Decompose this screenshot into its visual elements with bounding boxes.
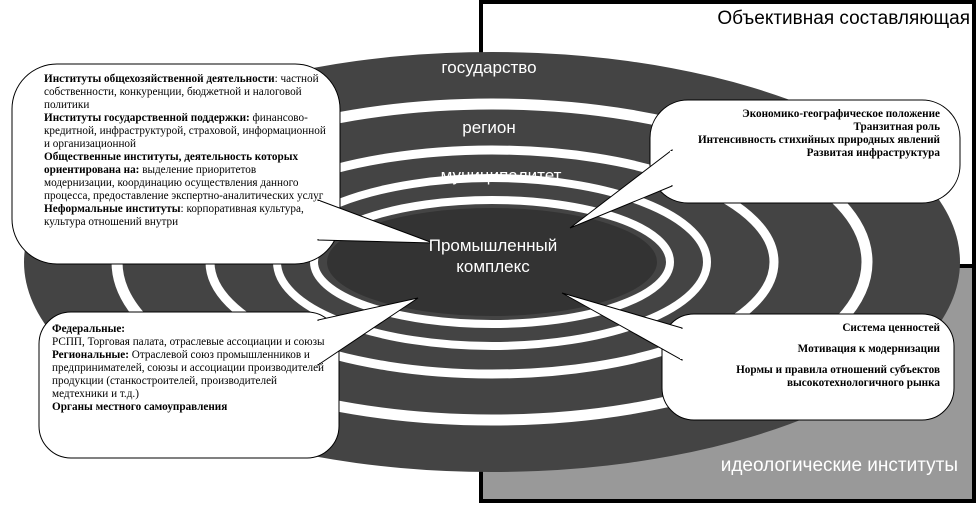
ideo-line-2: Мотивация к модернизации — [797, 343, 940, 355]
objective-factors-text: Экономико-географическое положение Транз… — [662, 108, 940, 160]
polit-t2-text: Отраслевой союз промышленников и предпри… — [52, 349, 325, 400]
polit-t1-title: Федеральные: — [52, 323, 126, 335]
econ-t3-title: Общественные институты, деятельность кот… — [44, 151, 299, 176]
callout-objective — [569, 99, 961, 229]
ideological-title: идеологические институты — [720, 455, 958, 476]
econ-t4-title: Неформальные институты — [44, 203, 181, 215]
center-line-1: Промышленный — [428, 236, 558, 255]
ideo-line-1: Система ценностей — [842, 322, 940, 334]
objective-title: Объективная составляющая — [717, 8, 970, 29]
econ-t1-text: : частной собственности, конкуренции, бю… — [44, 73, 319, 111]
econ-t4-text: : корпоративная культура, культура отнош… — [44, 203, 304, 228]
label-municipality: муниципалитет — [441, 166, 562, 185]
objective-line-1: Экономико-географическое положение — [742, 108, 940, 120]
objective-line-4: Развитая инфраструктура — [806, 147, 940, 159]
political-institutions-text: Федеральные: РСПП, Торговая палата, отра… — [52, 323, 332, 414]
econ-t2-title: Институты государственной поддержки: — [44, 112, 250, 124]
polit-t1-text: РСПП, Торговая палата, отраслевые ассоци… — [52, 336, 325, 348]
ring-gap-4 — [310, 196, 674, 328]
econ-t2-text: финансово-кредитной, инфраструктурой, ст… — [44, 112, 326, 150]
polit-t3-title: Органы местного самоуправления — [52, 401, 228, 413]
objective-line-2: Транзитная роль — [853, 121, 940, 133]
label-region: регион — [462, 118, 515, 137]
ideo-line-3: Нормы и правила отношений субъектов высо… — [736, 364, 940, 389]
polit-t2-title: Региональные: — [52, 349, 129, 361]
callout-political — [38, 297, 419, 459]
center-line-2: комплекс — [456, 257, 530, 276]
label-state: государство — [441, 58, 536, 77]
objective-line-3: Интенсивность стихийных природных явлени… — [697, 134, 940, 146]
economic-institutions-text: Институты общехозяйственной деятельности… — [44, 73, 329, 229]
callout-economic — [11, 63, 434, 265]
ideological-institutions-text: Система ценностей Мотивация к модернизац… — [672, 322, 940, 390]
economic-institutions-label: экономические институты — [28, 34, 264, 55]
econ-t1-title: Институты общехозяйственной деятельности — [44, 73, 275, 85]
econ-t3-text: выделение приоритетов модернизации, коор… — [44, 164, 324, 202]
political-institutions-label: политические институты — [22, 465, 246, 486]
industrial-complex-label: Промышленный комплекс — [393, 235, 593, 277]
callout-ideological — [561, 292, 955, 421]
